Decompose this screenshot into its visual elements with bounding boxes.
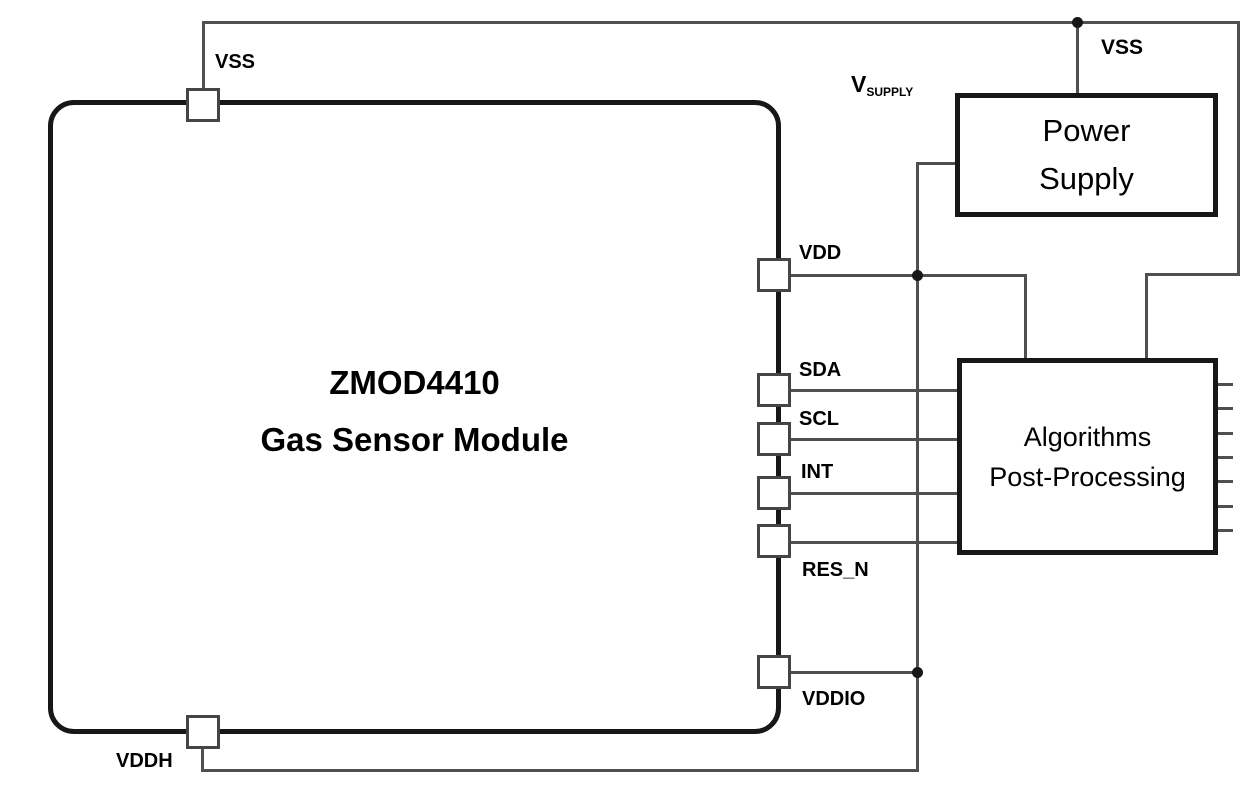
label-vsupply: VSUPPLY — [851, 71, 913, 99]
label-scl: SCL — [799, 408, 839, 430]
junction-dot-vdd — [912, 270, 923, 281]
label-int: INT — [801, 461, 834, 483]
label-vsupply-sub: SUPPLY — [866, 85, 914, 99]
algorithms-label-line1: Algorithms — [1023, 421, 1152, 452]
label-vss-supply: VSS — [1101, 36, 1144, 59]
label-vddio: VDDIO — [802, 688, 866, 710]
wire-scl — [788, 438, 960, 441]
label-sda: SDA — [799, 359, 842, 381]
algorithms-box: Algorithms Post-Processing — [957, 358, 1218, 555]
wire-vss-jog — [1145, 273, 1240, 276]
port-tick-icon — [1215, 504, 1233, 508]
port-tick-icon — [1215, 455, 1233, 459]
port-tick-icon — [1215, 407, 1233, 411]
wire-supply-rail — [916, 162, 919, 772]
power-supply-box: Power Supply — [955, 93, 1218, 217]
wire-vss-to-power-supply — [1076, 22, 1079, 96]
pin-int — [757, 476, 791, 510]
module-title-line1: ZMOD4410 — [329, 364, 500, 401]
algorithms-label-line2: Post-Processing — [989, 461, 1186, 492]
junction-dot-vss — [1072, 17, 1083, 28]
wire-vddh-drop — [201, 748, 204, 771]
module-title: ZMOD4410 Gas Sensor Module — [48, 354, 781, 468]
pin-sda — [757, 373, 791, 407]
pin-vdd — [757, 258, 791, 292]
wire-vddio — [790, 671, 918, 674]
wire-vss-pin-riser — [202, 21, 205, 91]
wire-vss-right-drop — [1237, 21, 1240, 276]
wire-vss-top — [202, 21, 1240, 24]
wire-rail-to-power-supply — [916, 162, 958, 165]
junction-dot-vddio — [912, 667, 923, 678]
wire-res-n — [788, 541, 960, 544]
port-tick-icon — [1215, 431, 1233, 435]
wire-sda — [788, 389, 960, 392]
power-supply-label-line1: Power — [1042, 113, 1131, 148]
algorithms-port-ticks — [1215, 383, 1233, 532]
label-res-n: RES_N — [802, 559, 869, 581]
label-vddh: VDDH — [116, 750, 173, 772]
port-tick-icon — [1215, 480, 1233, 484]
pin-scl — [757, 422, 791, 456]
pin-vddio — [757, 655, 791, 689]
wire-vss-to-algorithms — [1145, 273, 1148, 363]
zmod4410-module-outline — [48, 100, 781, 734]
module-title-line2: Gas Sensor Module — [260, 421, 569, 458]
port-tick-icon — [1215, 383, 1233, 386]
wire-vdd — [788, 274, 1026, 277]
pin-res-n — [757, 524, 791, 558]
power-supply-label-line2: Supply — [1039, 161, 1134, 196]
pin-vddh — [186, 715, 220, 749]
port-tick-icon — [1215, 528, 1233, 532]
wire-int — [788, 492, 960, 495]
label-vsupply-main: V — [851, 71, 867, 97]
pin-vss — [186, 88, 220, 122]
label-vdd: VDD — [799, 242, 842, 264]
label-vss: VSS — [215, 51, 256, 73]
wire-vddh-bottom — [201, 769, 919, 772]
wire-vdd-to-algorithms — [1024, 274, 1027, 363]
